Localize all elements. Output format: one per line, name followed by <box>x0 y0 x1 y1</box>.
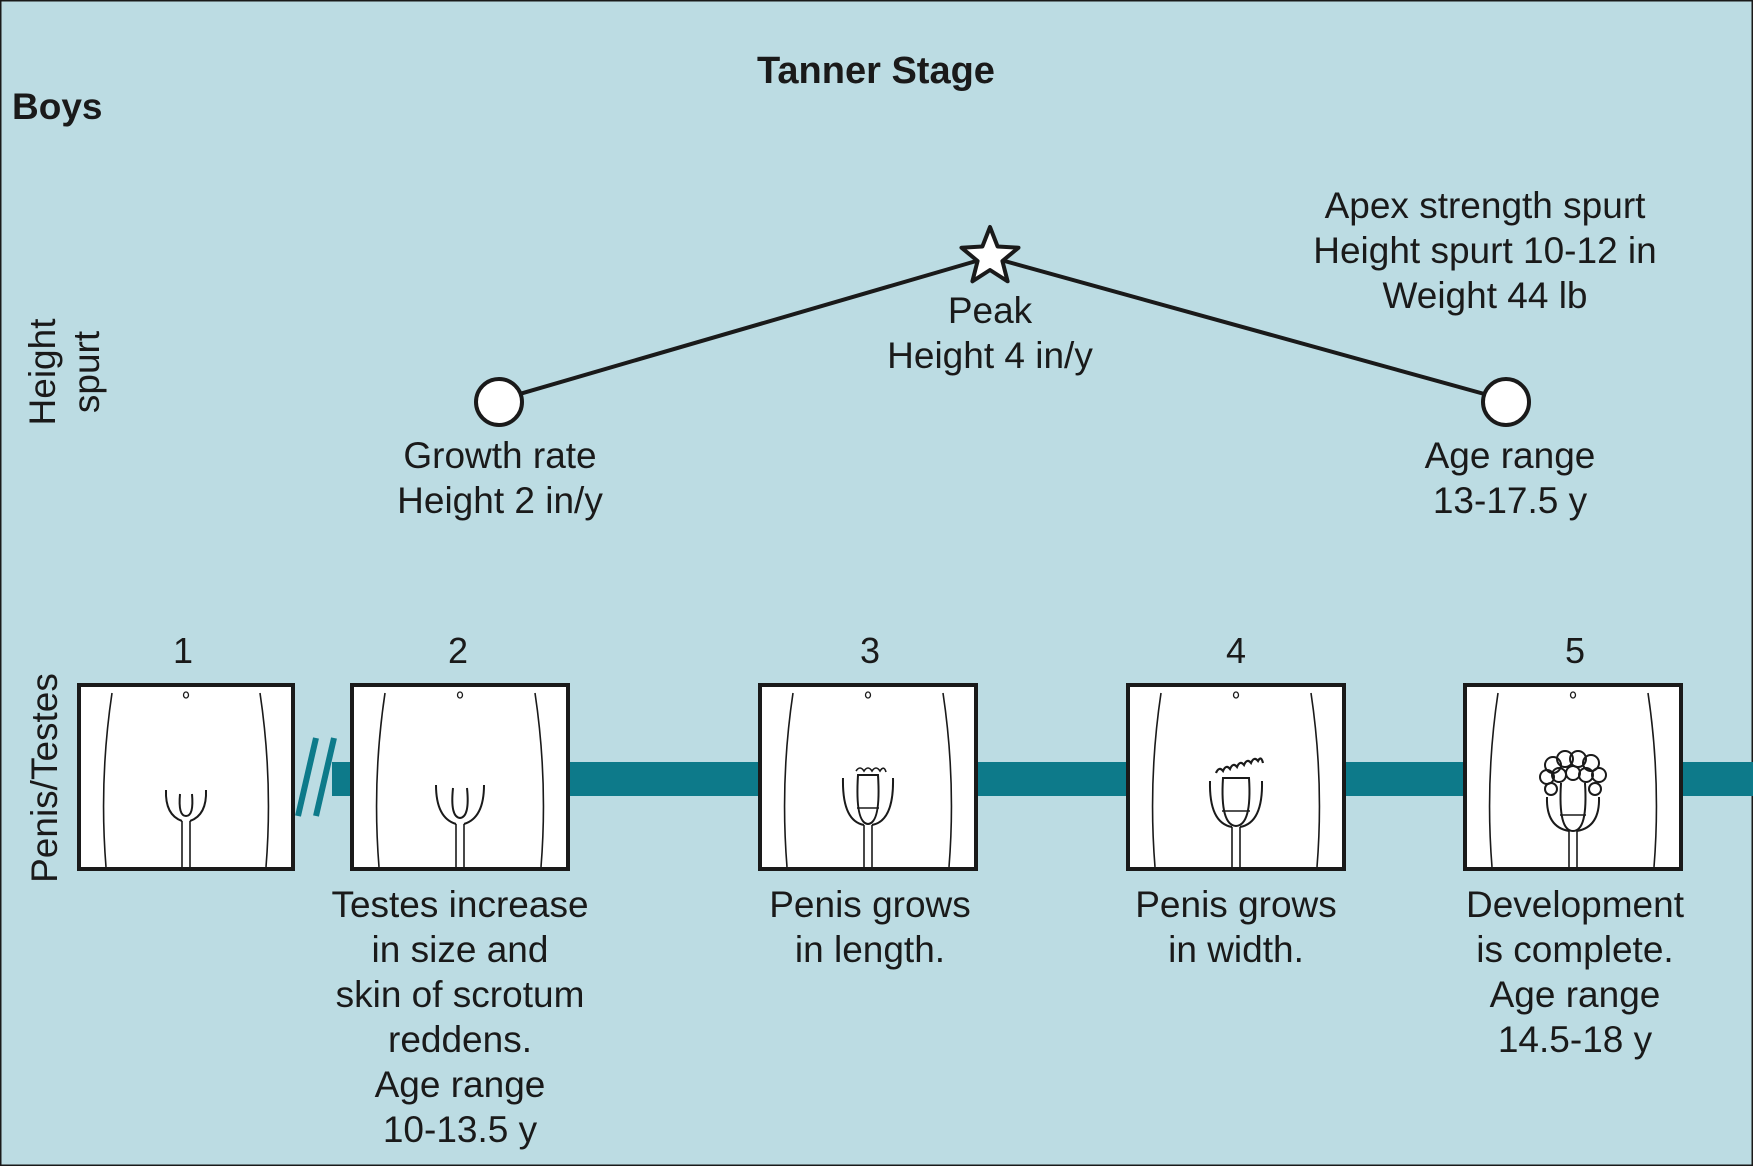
growth-start-circle-marker <box>474 377 524 427</box>
growth-line-falling <box>989 255 1507 402</box>
growth-line-rising <box>498 255 991 402</box>
apex-strength-spurt-label: Apex strength spurt Height spurt 10-12 i… <box>1313 185 1657 316</box>
stage-number-2: 2 <box>447 630 469 671</box>
stage-4-description: Penis grows in width. <box>1135 884 1337 970</box>
stage-2-illustration <box>350 683 570 871</box>
diagram-title: Tanner Stage <box>757 50 995 92</box>
group-label: Boys <box>12 86 103 127</box>
axis-break-icon <box>286 737 337 817</box>
star-icon <box>959 225 1021 284</box>
row-label-penis-testes: Penis/Testes <box>24 673 65 883</box>
growth-peak-label: Peak Height 4 in/y <box>887 290 1093 376</box>
stage-1-illustration <box>77 683 295 871</box>
growth-end-label: Age range 13-17.5 y <box>1424 435 1596 521</box>
stage-2-description: Testes increase in size and skin of scro… <box>331 884 589 1150</box>
growth-end-circle-marker <box>1481 377 1531 427</box>
row-label-height-spurt: Height spurt <box>22 318 107 426</box>
stage-5-description: Development is complete. Age range 14.5-… <box>1465 884 1684 1060</box>
stage-5-illustration <box>1463 683 1683 871</box>
stage-3-illustration <box>758 683 978 871</box>
stage-4-illustration <box>1126 683 1346 871</box>
growth-start-label: Growth rate Height 2 in/y <box>397 435 603 521</box>
stage-number-5: 5 <box>1564 630 1586 671</box>
stage-number-1: 1 <box>172 630 194 671</box>
stage-3-description: Penis grows in length. <box>769 884 971 970</box>
stage-number-3: 3 <box>859 630 881 671</box>
stage-number-4: 4 <box>1225 630 1247 671</box>
